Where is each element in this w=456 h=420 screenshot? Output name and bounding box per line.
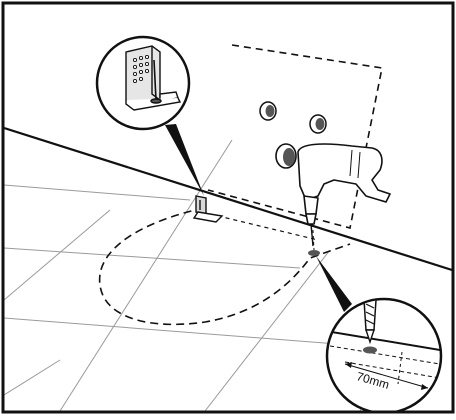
bracket-callout-pointer [165,124,204,196]
bracket-detail-callout [95,35,191,131]
floor-footprint-outline [98,207,351,326]
diagram-frame [1,1,455,414]
floor-guide-line [209,213,319,241]
detail-callout-pointer [316,256,352,312]
drill-detail-callout: 70mm [325,297,443,411]
floor-hole-mark [308,250,320,256]
wall-floor-line [4,126,452,272]
floor-bracket [192,195,224,223]
floor-tiles [4,139,441,411]
wall-hole-upper-right [309,114,327,134]
drill-icon [297,143,391,247]
wall-hole-upper-left [259,101,277,121]
wall-hole-large [275,143,297,169]
